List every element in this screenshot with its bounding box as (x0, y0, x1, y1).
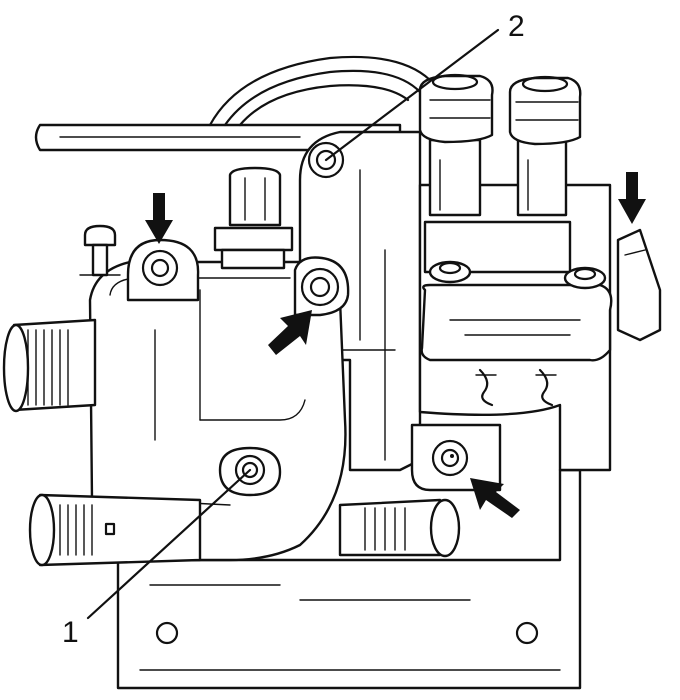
callout-1-label: 1 (62, 616, 79, 649)
arrow-center (268, 310, 312, 355)
bolt-bracket-head (431, 439, 469, 477)
hose-outlet-upper (2, 318, 97, 413)
bracket-lower-right (410, 423, 502, 492)
bleed-screw (79, 224, 121, 277)
base-plate (116, 468, 582, 690)
right-block (418, 183, 662, 472)
hose-outlet-lower (28, 493, 202, 567)
arrow-top-left (145, 193, 173, 244)
right-flange (293, 256, 350, 317)
callout-2-label: 2 (508, 10, 525, 43)
central-body (298, 130, 422, 472)
temperature-sensor (213, 166, 294, 270)
bolt-2-head (307, 141, 345, 179)
bolt-top-left-head (141, 249, 179, 287)
wire-loop (208, 55, 432, 127)
injector-tube-left (418, 73, 494, 217)
callout-1: 1 (62, 468, 252, 649)
mounting-hole-left (155, 621, 179, 645)
callout-2: 2 (324, 10, 525, 162)
bolt-top-right-head (300, 267, 340, 307)
left-flange (126, 238, 200, 302)
arrow-lower-right (470, 478, 520, 518)
arrow-right-top (618, 172, 646, 224)
mounting-hole-right (515, 621, 539, 645)
injector-tube-right (508, 75, 582, 217)
hose-outlet-right (338, 498, 461, 558)
